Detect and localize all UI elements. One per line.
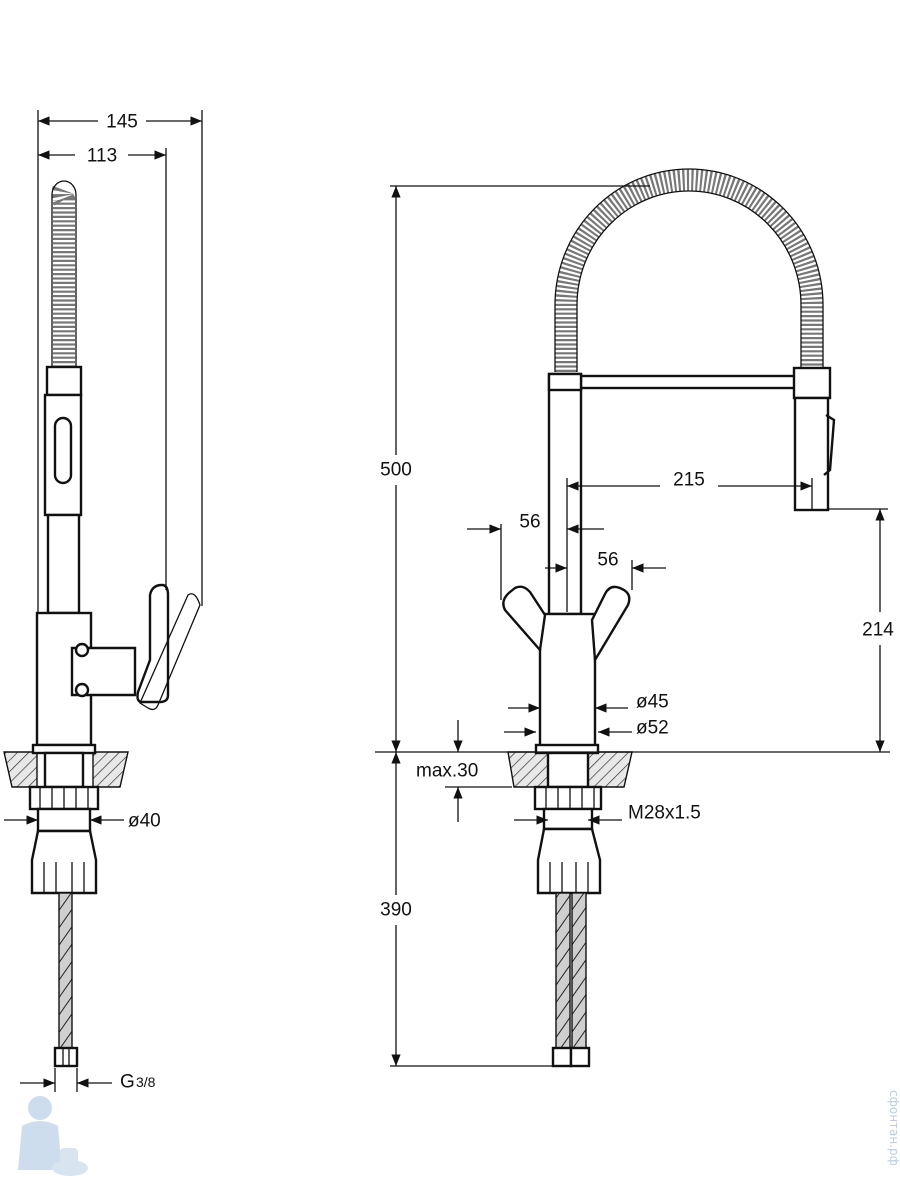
side-lever-alt bbox=[139, 593, 201, 711]
side-lever-bracket bbox=[70, 646, 137, 697]
front-view bbox=[502, 168, 836, 1068]
side-deck-left bbox=[3, 751, 38, 788]
dim-base-diameter: ø52 bbox=[636, 718, 669, 739]
front-body bbox=[538, 612, 597, 748]
side-hose-end bbox=[53, 1046, 79, 1068]
front-deck-right bbox=[587, 751, 633, 788]
dim-lever-right-offset: 56 bbox=[597, 550, 618, 571]
plumber-mascot-icon bbox=[18, 1096, 88, 1176]
front-nut bbox=[533, 785, 603, 811]
front-lever-right bbox=[590, 585, 631, 664]
front-spring-arch bbox=[555, 169, 823, 372]
watermark: сфонтан.рф bbox=[18, 1090, 900, 1176]
side-spray-head bbox=[43, 393, 83, 517]
front-lever-left bbox=[502, 585, 547, 653]
dim-mounting-thread: M28x1.5 bbox=[628, 803, 701, 824]
dim-side-width-total: 145 bbox=[106, 112, 138, 133]
side-column bbox=[46, 513, 81, 615]
side-fitting bbox=[30, 829, 98, 895]
side-view bbox=[3, 180, 201, 1068]
side-lever bbox=[136, 583, 170, 704]
side-shank bbox=[43, 751, 85, 789]
dim-spout-clearance: 214 bbox=[862, 620, 894, 641]
front-hose-left bbox=[555, 892, 571, 1049]
side-deck-right bbox=[92, 751, 129, 788]
side-spray-button bbox=[53, 416, 73, 485]
dim-side-width-spout: 113 bbox=[87, 146, 117, 167]
front-deck-left bbox=[507, 751, 549, 788]
front-spout-bar bbox=[578, 374, 797, 390]
side-spring-hose bbox=[51, 182, 75, 372]
dim-lever-left-offset: 56 bbox=[519, 512, 540, 533]
front-spray-trigger bbox=[823, 413, 836, 476]
front-fitting bbox=[536, 827, 602, 895]
dim-hose-thread-fraction: 3/8 bbox=[136, 1074, 156, 1090]
dim-below-deck-length: 390 bbox=[380, 900, 412, 921]
side-spray-head-top bbox=[45, 365, 83, 397]
dim-spout-reach: 215 bbox=[673, 470, 705, 491]
front-dimensions: 500 390 215 214 56 56 ø45 ø52 bbox=[375, 185, 894, 1067]
side-hose bbox=[58, 892, 73, 1049]
side-dimensions: 145 113 ø40 G 3/8 bbox=[4, 110, 203, 1093]
front-shank bbox=[546, 751, 590, 789]
dim-hose-thread: G bbox=[120, 1072, 135, 1093]
dim-connector-diameter: ø40 bbox=[128, 811, 161, 832]
dim-body-diameter: ø45 bbox=[636, 692, 669, 713]
front-column bbox=[547, 372, 583, 616]
front-hose-right bbox=[571, 892, 587, 1049]
dim-total-height: 500 bbox=[380, 460, 412, 481]
watermark-text: сфонтан.рф bbox=[887, 1090, 900, 1166]
front-spray-head-top bbox=[792, 366, 832, 400]
dim-max-deck-thickness: max.30 bbox=[416, 761, 478, 782]
